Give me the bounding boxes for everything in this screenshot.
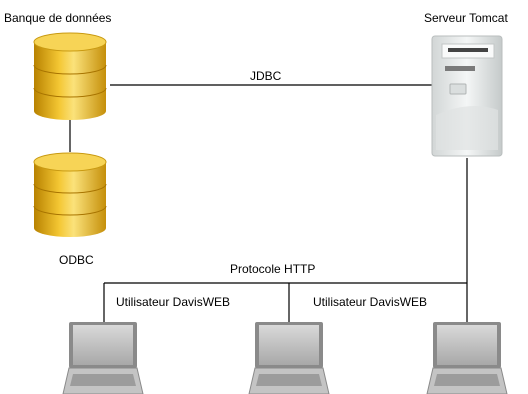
server-label: Serveur Tomcat — [424, 11, 508, 25]
jdbc-label: JDBC — [250, 69, 282, 83]
database-icon — [33, 32, 107, 120]
user-left-label: Utilisateur DavisWEB — [116, 295, 231, 309]
user-right-label: Utilisateur DavisWEB — [313, 295, 428, 309]
laptop-icon — [248, 322, 330, 394]
odbc-label: ODBC — [59, 253, 94, 267]
laptop-icon — [62, 322, 144, 394]
http-protocol-label: Protocole HTTP — [230, 262, 316, 276]
server-icon — [431, 35, 503, 157]
laptop-icon — [426, 322, 508, 394]
connection-lines — [69, 84, 468, 322]
database-icon — [33, 152, 107, 237]
database-label: Banque de données — [4, 11, 112, 25]
